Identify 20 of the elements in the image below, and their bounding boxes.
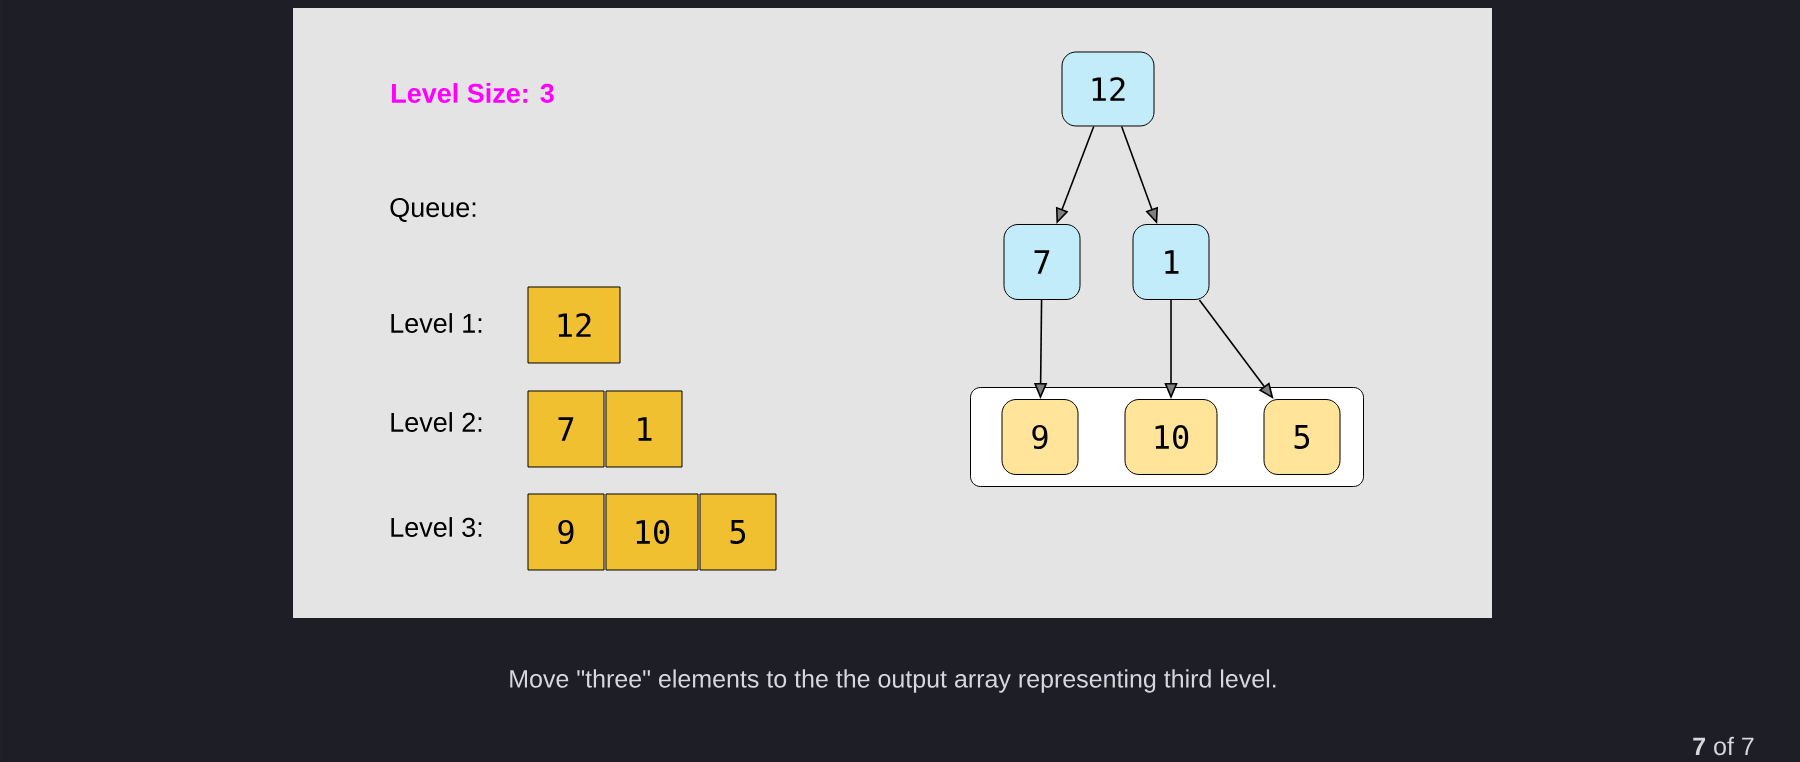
tree-node: 10 <box>1124 399 1218 475</box>
tree-node: 12 <box>1061 51 1155 127</box>
queue-cell: 10 <box>605 493 699 571</box>
queue-cell: 12 <box>527 286 621 364</box>
level-label: Level 1: <box>391 313 482 333</box>
tree-node: 1 <box>1132 224 1210 300</box>
tree-node: 5 <box>1263 399 1341 475</box>
level-label: Level 3: <box>391 517 482 537</box>
queue-heading: Queue: <box>390 198 476 222</box>
queue-cell: 7 <box>527 390 605 468</box>
level-size-text: Level Size: 3 <box>392 83 554 103</box>
level-label: Level 2: <box>391 412 482 432</box>
page-counter: 7 of 7 <box>1693 736 1754 756</box>
arrow <box>1198 299 1274 399</box>
queue-cell: 9 <box>527 493 605 571</box>
caption: Move "three" elements to the the output array representing third level. <box>510 669 1276 693</box>
tree-node: 7 <box>1003 224 1081 300</box>
tree-node: 9 <box>1001 399 1079 475</box>
queue-cell: 5 <box>699 493 777 571</box>
queue-cell: 1 <box>605 390 683 468</box>
